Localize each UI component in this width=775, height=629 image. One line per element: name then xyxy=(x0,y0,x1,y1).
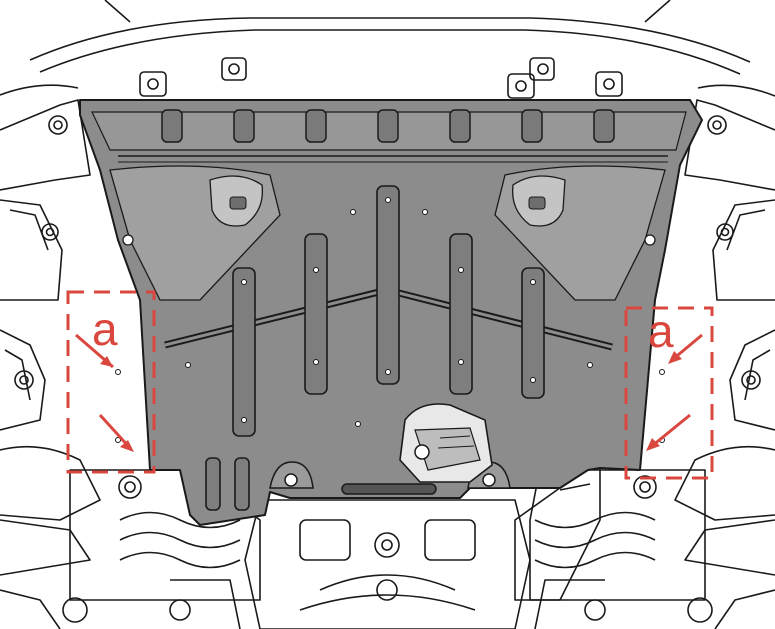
callout-left-box xyxy=(66,290,156,474)
callout-right-label: a xyxy=(648,305,674,357)
callout-left: a xyxy=(66,290,156,474)
callout-right-arrowhead-upper xyxy=(668,351,682,364)
callout-left-arrow-lower xyxy=(98,413,132,450)
callout-right: a xyxy=(624,305,714,480)
skid-plate xyxy=(79,99,703,526)
callout-left-arrowhead-lower xyxy=(120,440,134,452)
callout-right-arrowhead-lower xyxy=(646,438,660,451)
callout-right-box xyxy=(624,306,714,480)
callout-left-arrowhead-upper xyxy=(100,356,113,367)
callout-left-label: a xyxy=(92,303,118,355)
callout-right-arrow-lower xyxy=(651,413,691,448)
